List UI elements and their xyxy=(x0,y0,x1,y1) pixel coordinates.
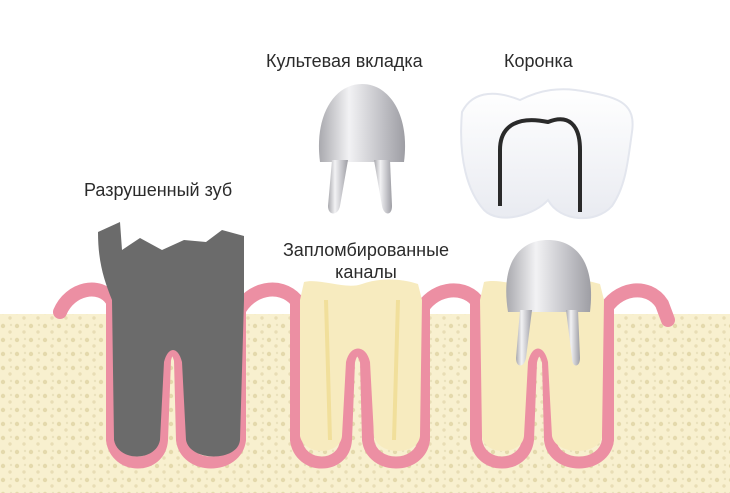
label-filled-canals-line2: каналы xyxy=(335,262,397,282)
label-filled-canals: Запломбированные каналы xyxy=(268,239,464,283)
core-inlay-illustration xyxy=(318,84,406,214)
crown-inner-outline xyxy=(498,117,582,212)
canal-1 xyxy=(324,299,332,441)
canal-2 xyxy=(392,299,400,441)
socket-tooth-2 xyxy=(290,300,430,469)
socket-tooth-3 xyxy=(470,300,614,469)
installed-core-inlay xyxy=(506,240,592,366)
label-filled-canals-line1: Запломбированные xyxy=(282,240,450,260)
crown-illustration xyxy=(460,88,634,219)
label-core-inlay: Культевая вкладка xyxy=(266,51,423,71)
destroyed-tooth xyxy=(98,222,244,457)
label-destroyed-tooth: Разрушенный зуб xyxy=(84,180,233,200)
gum-line xyxy=(53,282,675,327)
label-crown: Коронка xyxy=(504,51,573,71)
